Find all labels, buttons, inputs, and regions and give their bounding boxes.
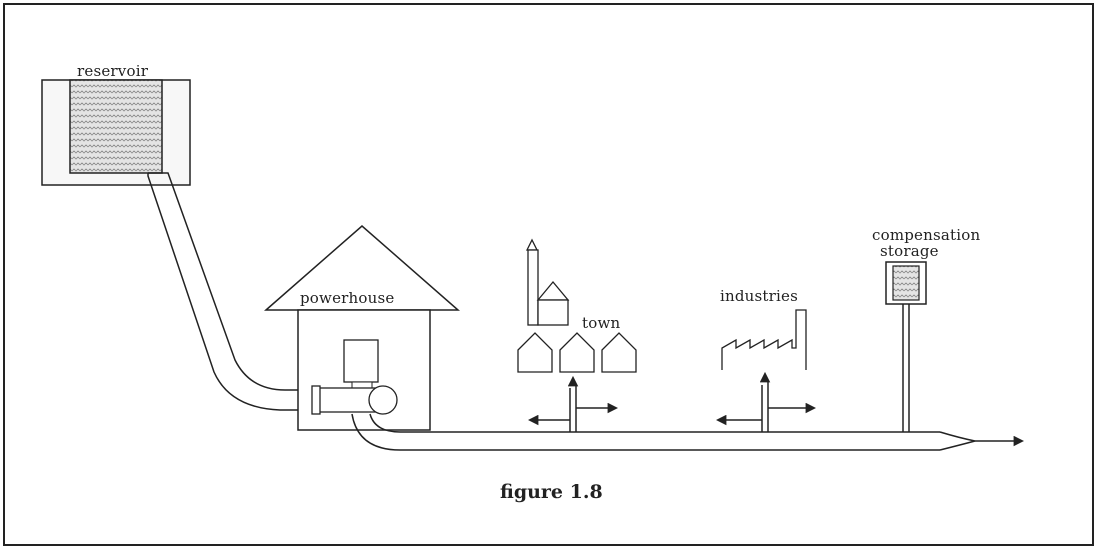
compensation-storage: [885, 261, 927, 432]
reservoir: reservoir: [41, 62, 191, 186]
valve: [311, 385, 321, 415]
generator-stand: [351, 381, 373, 389]
figure-caption: figure 1.8: [500, 481, 603, 503]
church-body: [537, 299, 569, 326]
figure-frame: [3, 3, 1094, 546]
storage-water: [892, 265, 920, 301]
church-spire: [525, 238, 539, 251]
industries-factory: [721, 309, 807, 370]
generator: [343, 339, 379, 383]
church-tower: [527, 249, 539, 326]
compensation-storage-label-line1: compensation: [872, 226, 980, 244]
industry-supply-branch: [715, 371, 817, 432]
turbine-wheel: [368, 385, 398, 415]
outflow-pipe: [351, 413, 1025, 451]
penstock-pipe: [147, 172, 318, 411]
town-supply-branch: [527, 375, 619, 432]
industries-label: industries: [720, 287, 798, 305]
powerhouse-label: powerhouse: [300, 289, 394, 307]
town: [517, 238, 637, 373]
house-1: [517, 332, 553, 373]
reservoir-label: reservoir: [77, 62, 149, 80]
compensation-storage-label-line2: storage: [880, 242, 939, 260]
town-label: town: [582, 314, 620, 332]
reservoir-water: [69, 79, 163, 174]
powerhouse: powerhouse: [264, 225, 460, 431]
church-roof: [536, 280, 570, 301]
house-2: [559, 332, 595, 373]
house-3: [601, 332, 637, 373]
